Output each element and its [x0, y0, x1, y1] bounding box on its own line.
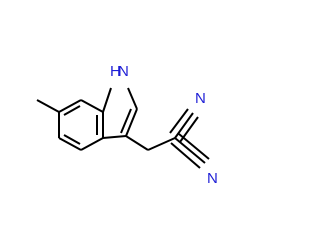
- bond-c2-c3: [125, 108, 138, 137]
- upper-nitrile-nitrogen-label: N: [195, 90, 206, 107]
- malononitrile-group: [125, 108, 210, 169]
- benzene-ring: [58, 99, 104, 151]
- methyl-bond: [36, 99, 60, 113]
- bond-c3-c3a: [102, 135, 127, 139]
- bond-c7-c7a: [80, 137, 104, 151]
- double-bond-inner-c4-c5: [63, 105, 81, 116]
- chemical-structure-diagram: H N N N: [36, 63, 218, 187]
- nh-hydrogen-label: H: [110, 63, 121, 80]
- double-bond-inner-c2-c3: [120, 108, 132, 134]
- nh-nitrogen-label: N: [118, 63, 129, 80]
- bond-c3-ch2: [125, 135, 149, 151]
- bond-c3a-c4: [80, 99, 104, 113]
- double-bond-inner-c6-c7: [63, 134, 81, 145]
- bond-c6-c7: [58, 137, 82, 151]
- pyrrole-ring: [102, 87, 138, 139]
- lower-nitrile-triple-bond: [170, 133, 210, 169]
- bond-n1-c2: [127, 87, 138, 110]
- bond-c7a-n1: [102, 87, 112, 113]
- bond-c4-c5: [58, 99, 82, 113]
- lower-nitrile-nitrogen-label: N: [207, 170, 218, 187]
- bond-ch2-ch: [147, 137, 176, 151]
